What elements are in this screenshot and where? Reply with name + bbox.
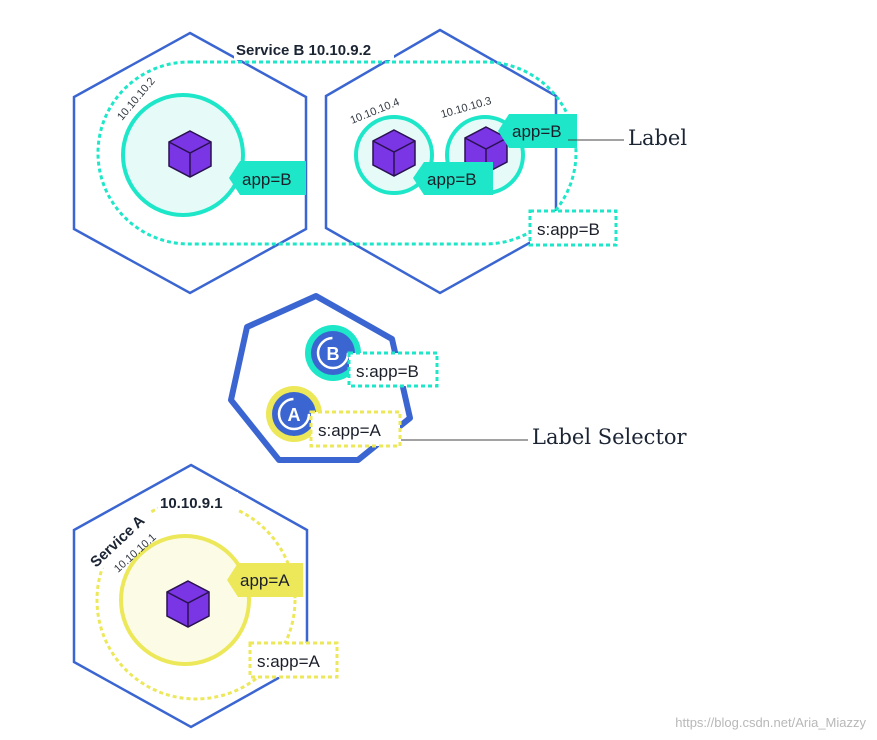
selector-text: s:app=A (257, 652, 321, 671)
service-b-icon-letter: B (327, 344, 340, 364)
service-b-selector-tag: s:app=B (528, 209, 618, 247)
node-hexagon-right (324, 28, 558, 295)
service-b-boundary (96, 60, 578, 246)
label-selector-annotation-text: Label Selector (532, 425, 688, 449)
container-cube-icon (168, 130, 212, 178)
pod-label-tag: app=B (229, 161, 306, 195)
service-b-title: Service B 10.10.9.2 (236, 42, 371, 59)
selector-text: s:app=B (537, 220, 600, 239)
pod-label-text: app=B (427, 170, 477, 189)
service-hub: B s:app=B A s:app=A (228, 293, 439, 463)
service-b-title-bg (234, 40, 394, 60)
pod-a1: 10.10.10.1 (112, 532, 251, 666)
selector-text: s:app=B (356, 362, 419, 381)
hub-selector-a: s:app=A (309, 410, 402, 448)
service-a-icon: A (266, 386, 322, 442)
service-a-selector-tag: s:app=A (248, 641, 339, 679)
container-cube-icon (166, 580, 210, 628)
service-a-icon-letter: A (288, 405, 301, 425)
label-annotation-text: Label (628, 126, 687, 150)
container-cube-icon (372, 129, 416, 177)
pod-label-tag: app=A (227, 563, 303, 597)
selector-text: s:app=A (318, 421, 382, 440)
pod-label-text: app=B (512, 122, 562, 141)
pod-label-text: app=B (242, 170, 292, 189)
pod-b1: 10.10.10.2 app=B (115, 75, 306, 217)
node-hexagon-a (72, 463, 309, 729)
service-a-group: Service A 10.10.9.1 10.10.10.1 app=A s:a… (72, 463, 339, 729)
service-b-group: Service B 10.10.9.2 10.10.10.2 app=B 10.… (72, 28, 618, 295)
node-hexagon-left (72, 31, 308, 295)
label-annotation: Label (568, 126, 687, 150)
pod-label-tag: app=B (413, 162, 493, 195)
pod-label-tag: app=B (498, 114, 577, 148)
pod-label-text: app=A (240, 571, 290, 590)
service-a-title-ip: 10.10.9.1 (160, 495, 223, 512)
service-a-ip-bg (158, 492, 238, 512)
hub-selector-b: s:app=B (347, 351, 439, 388)
service-b-icon: B (305, 325, 361, 381)
label-selector-annotation: Label Selector (401, 425, 688, 449)
watermark: https://blog.csdn.net/Aria_Miazzy (675, 715, 866, 730)
